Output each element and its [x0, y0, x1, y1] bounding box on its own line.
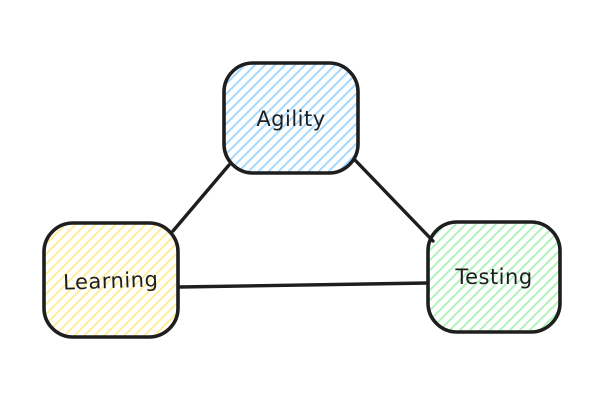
node-testing-label: Testing	[454, 265, 532, 289]
node-testing[interactable]: Testing	[426, 220, 562, 334]
node-learning[interactable]: Learning	[42, 221, 180, 339]
edge-agility-testing[interactable]	[352, 157, 435, 243]
node-agility-label: Agility	[256, 107, 325, 131]
node-learning-box[interactable]	[42, 221, 180, 339]
node-testing-box[interactable]	[426, 220, 562, 334]
edge-agility-learning[interactable]	[171, 163, 231, 233]
node-agility-box[interactable]	[222, 61, 360, 175]
node-agility[interactable]: Agility	[222, 61, 360, 175]
node-learning-label: Learning	[63, 267, 159, 294]
edges-group	[171, 157, 435, 289]
edge-learning-testing[interactable]	[177, 281, 430, 289]
